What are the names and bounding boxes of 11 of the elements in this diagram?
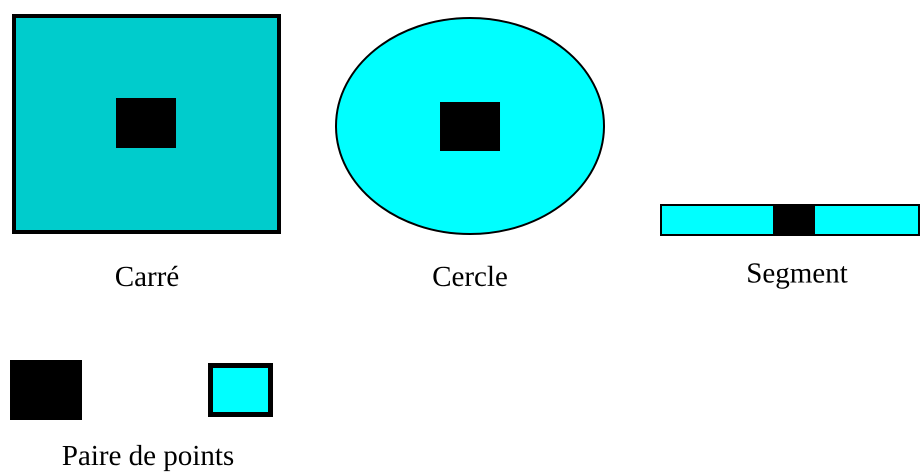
center-point [116, 98, 176, 148]
point-square [10, 360, 82, 420]
center-point [773, 204, 815, 236]
square-shape [12, 14, 281, 234]
node-label: Carré [116, 266, 178, 286]
center-point [440, 102, 500, 151]
circle-shape [335, 17, 605, 235]
caption: Paire de points [62, 444, 234, 472]
node-label: Cercle [433, 266, 507, 286]
point-square [208, 363, 273, 417]
node-label: Segment [748, 263, 848, 289]
